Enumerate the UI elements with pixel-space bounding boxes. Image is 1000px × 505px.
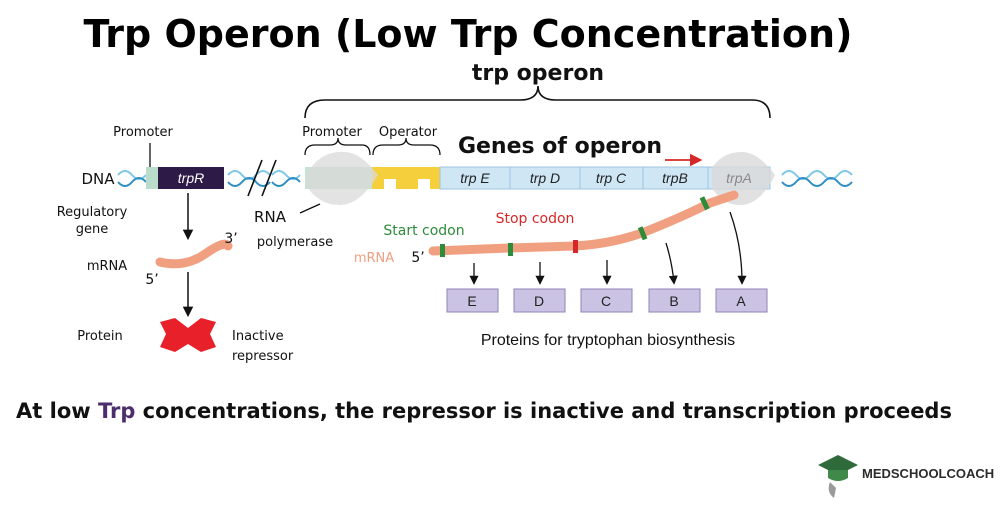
inactive-repressor-shape xyxy=(160,318,216,352)
dna-label: DNA xyxy=(81,170,115,188)
protein-label: Protein xyxy=(77,329,123,344)
dna-break-mark-1 xyxy=(247,159,263,197)
rna-polymerase-label-line2: polymerase xyxy=(257,235,333,250)
gene-label-trpC: trp C xyxy=(596,170,627,186)
mrna-label-left: mRNA xyxy=(87,259,127,274)
mrna-3prime-label: 3’ xyxy=(224,231,237,247)
diagram-title: Trp Operon (Low Trp Concentration) xyxy=(84,12,853,56)
protein-boxes xyxy=(446,288,768,313)
protein-label-D: D xyxy=(534,293,544,309)
rna-polymerase-pointer xyxy=(299,203,321,214)
stethoscope-icon xyxy=(828,482,836,498)
caption-highlight-trp: Trp xyxy=(98,399,135,423)
regulatory-promoter-box xyxy=(146,167,158,189)
rna-polymerase-at-promoter xyxy=(306,151,378,205)
gene-label-trpE: trp E xyxy=(460,170,490,186)
rna-polymerase-transcribing xyxy=(712,152,775,205)
gene-label-trpB: trpB xyxy=(662,170,688,186)
codon-mark-B xyxy=(637,226,648,241)
gene-label-trpA: trpA xyxy=(726,170,752,186)
arrow-to-protein-A xyxy=(729,211,747,285)
stop-codon-label: Stop codon xyxy=(496,211,575,227)
genes-of-operon-label: Genes of operon xyxy=(458,134,662,159)
brand-name: MEDSCHOOLCOACH xyxy=(862,466,994,481)
operator-brace xyxy=(372,137,441,156)
regulatory-gene-label-line2: gene xyxy=(76,222,109,237)
start-codon-label: Start codon xyxy=(383,223,464,239)
medschoolcoach-logo: MEDSCHOOLCOACH xyxy=(818,455,994,498)
summary-caption: At low Trp concentrations, the repressor… xyxy=(16,399,952,423)
dna-helix-right xyxy=(781,170,853,187)
graduation-cap-base xyxy=(828,470,848,481)
trpR-label: trpR xyxy=(178,170,204,186)
repressor-mrna-strand xyxy=(155,239,233,269)
operon-promoter-label: Promoter xyxy=(302,125,362,140)
protein-label-A: A xyxy=(736,293,746,309)
inactive-repressor-label-line1: Inactive xyxy=(232,329,284,344)
protein-box-C xyxy=(580,288,633,313)
caption-suffix: concentrations, the repressor is inactiv… xyxy=(135,399,952,423)
operator-label: Operator xyxy=(379,125,438,140)
operon-brace xyxy=(304,85,771,119)
operator-box xyxy=(372,167,440,189)
mrna-label-right: mRNA xyxy=(354,251,394,266)
regulatory-gene-label-line1: Regulatory xyxy=(57,205,128,220)
dna-helix-left xyxy=(117,170,301,187)
protein-label-E: E xyxy=(467,293,476,309)
mrna-5prime-label-left: 5’ xyxy=(145,272,158,288)
caption-prefix: At low xyxy=(16,399,98,423)
proteins-caption: Proteins for tryptophan biosynthesis xyxy=(481,332,735,349)
mrna-5prime-label-right: 5’ xyxy=(411,250,424,266)
codon-mark-D xyxy=(508,243,513,256)
rna-polymerase-label-line1: RNA xyxy=(254,208,287,226)
operon-mrna-strand xyxy=(428,190,739,256)
promoter-brace xyxy=(304,137,371,156)
promoter-label: Promoter xyxy=(113,125,173,140)
protein-box-B xyxy=(648,288,701,313)
codon-mark-A xyxy=(699,196,710,211)
protein-box-A xyxy=(715,288,768,313)
codon-mark-C xyxy=(573,240,578,253)
start-codon-mark xyxy=(440,244,445,257)
gene-label-trpD: trp D xyxy=(530,170,560,186)
dna-break-mark-2 xyxy=(261,159,277,197)
inactive-repressor-label-line2: repressor xyxy=(232,349,294,364)
protein-box-E xyxy=(446,288,499,313)
arrow-to-protein-B xyxy=(665,242,678,285)
protein-box-D xyxy=(513,288,566,313)
trpR-gene-box xyxy=(158,167,224,189)
protein-label-B: B xyxy=(669,293,678,309)
trp-operon-label: trp operon xyxy=(472,61,604,86)
protein-label-C: C xyxy=(601,293,611,309)
